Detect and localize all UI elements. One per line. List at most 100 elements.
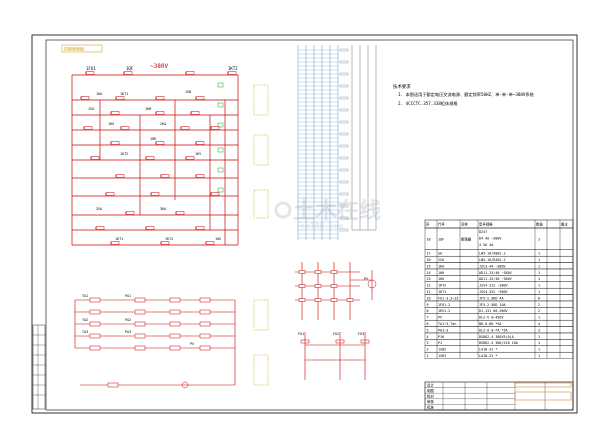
contact-symbol	[227, 71, 237, 75]
bom-no: 8	[427, 309, 429, 313]
bom-spec: 4 5A 4A	[479, 243, 493, 247]
junction-dot	[150, 193, 152, 195]
title-block-name-cell	[514, 391, 572, 401]
bom-spec: JF5-2.5RD 4A	[479, 296, 504, 300]
bom-no: 2	[427, 348, 429, 352]
terminal-pin	[339, 132, 349, 136]
title-tag-box	[61, 44, 103, 53]
bom-no: 15	[427, 264, 431, 268]
voltmeter-symbol	[367, 279, 377, 289]
contact-symbol	[85, 71, 95, 75]
bom-spec: DS862-4 380V5(6)A	[479, 335, 514, 339]
contact-symbol	[83, 126, 93, 130]
junction-dot	[110, 242, 112, 244]
phase-contact	[330, 284, 338, 288]
coil-symbol	[217, 102, 224, 108]
contact-symbol	[115, 174, 125, 178]
bom-spec: 6L2-A 0~*A *5A	[479, 328, 508, 332]
bom-spec: JSS4-322 ~380V	[479, 290, 508, 294]
bom-no: 18	[427, 237, 431, 241]
terminal-pin	[339, 120, 349, 124]
bom-code: 2SA	[438, 258, 444, 262]
bom-no: 12	[427, 284, 431, 288]
wire-label: 1KT2	[120, 152, 128, 156]
terminal-pin	[339, 48, 349, 52]
routing-lines	[351, 45, 377, 231]
terminal-pin	[339, 192, 349, 196]
bom-no: 13	[427, 277, 431, 281]
meter-label: PV	[190, 342, 194, 346]
bom-spec: JF5-2.5RD 10A	[479, 303, 506, 307]
phase-contact	[330, 298, 338, 302]
contact-symbol	[110, 241, 120, 245]
bom-code: FU1-3,3~23	[438, 296, 458, 300]
contact-symbol	[185, 156, 195, 160]
terminal-pin	[339, 72, 349, 76]
coil-symbol	[217, 187, 224, 193]
phase-contact	[314, 298, 322, 302]
bom-qty: 1	[538, 284, 540, 288]
junction-dot	[185, 72, 187, 74]
wire-label: 1SA	[88, 107, 94, 111]
terminal-pin	[339, 108, 349, 112]
title-block-label: 批准	[427, 405, 434, 410]
outer-frame	[31, 34, 578, 414]
bom-spec: LW5-16/D402.2	[479, 258, 506, 262]
junction-dot	[155, 97, 157, 99]
bom-code: 1SB1	[438, 354, 446, 358]
meter-symbol	[199, 297, 211, 303]
meter-symbol	[89, 309, 101, 315]
bom-code: PJ	[438, 341, 442, 345]
bom-qty: 1	[538, 277, 540, 281]
phase-contact	[314, 284, 322, 288]
contact-symbol	[115, 96, 125, 100]
terminal-pin	[339, 96, 349, 100]
junction-dot	[210, 127, 212, 129]
wire-label: 2KA	[160, 122, 166, 126]
bom-code: 1HG	[438, 277, 444, 281]
meter-symbol	[199, 345, 211, 351]
meter-symbol	[134, 321, 146, 327]
bom-qty: 1	[538, 264, 540, 268]
bom-qty: 1	[538, 237, 540, 241]
phase-contact	[298, 298, 306, 302]
bom-no: 1	[427, 354, 429, 358]
bom-code: 1HR	[438, 271, 445, 275]
meter-symbol	[169, 297, 181, 303]
bom-spec: BH-0.66 *5A	[479, 322, 501, 326]
wire-label: 1KT2	[228, 66, 238, 71]
bom-spec: DZ47	[479, 230, 487, 234]
wire-label: 1HY	[195, 152, 201, 156]
contact-symbol	[210, 192, 220, 196]
terminal-pin	[339, 180, 349, 184]
junction-dot	[155, 142, 157, 144]
contact-symbol	[123, 71, 133, 75]
bom-code: 1KA	[438, 264, 444, 268]
bom-header-cell: 序	[426, 222, 430, 227]
wire-label: 1HG	[215, 237, 221, 241]
terminal-pin	[339, 228, 349, 232]
bom-spec: DJ-131 60-380V	[479, 309, 508, 313]
bom-header-cell: 数量	[536, 222, 543, 227]
meter-symbol	[134, 297, 146, 303]
bom-qty: 1	[538, 335, 540, 339]
fuse-circuit	[304, 332, 366, 380]
meter-symbol	[89, 345, 101, 351]
bom-qty: 3	[538, 328, 540, 332]
contact-symbol	[195, 141, 205, 145]
bom-row	[424, 351, 574, 359]
phase-contact	[298, 284, 306, 288]
bom-spec: D4 4A ~380V	[479, 236, 501, 240]
bom-qty: 6	[538, 296, 540, 300]
terminal-pin	[339, 60, 349, 64]
bom-qty: 1	[538, 271, 540, 275]
bom-qty: 1	[538, 258, 540, 262]
contact-symbol	[145, 156, 155, 160]
junction-dot	[210, 193, 212, 195]
bom-code: PJK	[438, 335, 445, 339]
title-block-label: 校对	[427, 394, 434, 399]
bom-no: 4	[427, 335, 429, 339]
